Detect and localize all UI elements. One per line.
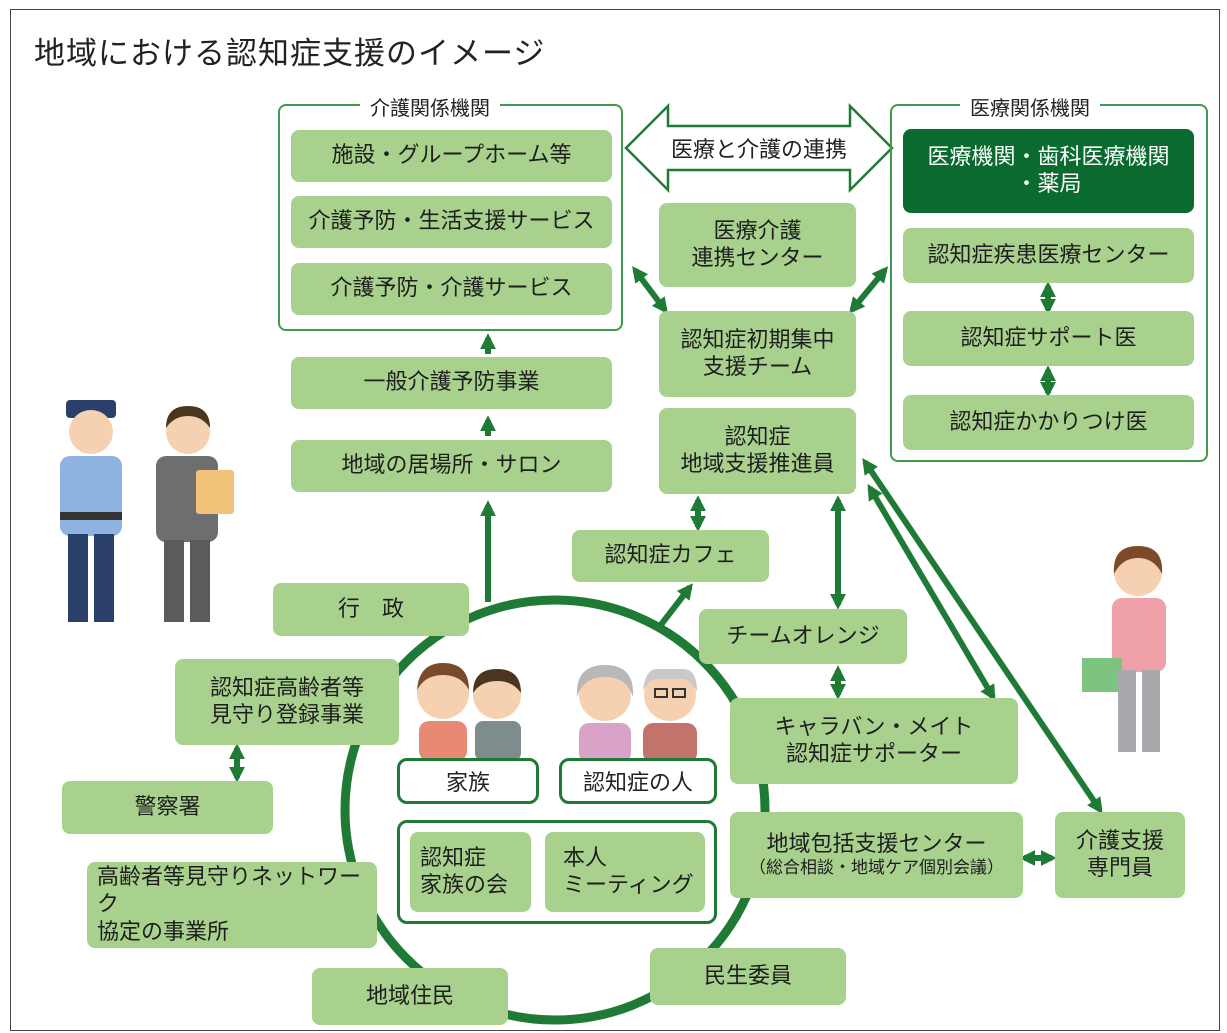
family-illustration <box>417 663 521 760</box>
box-facilities[interactable]: 施設・グループホーム等 <box>291 130 612 182</box>
arrow-promoter-caravan <box>867 483 996 702</box>
box-caravan[interactable]: キャラバン・メイト 認知症サポーター <box>730 698 1018 784</box>
diagram-title: 地域における認知症支援のイメージ <box>34 36 546 72</box>
box-cafe[interactable]: 認知症カフェ <box>572 530 769 582</box>
box-police[interactable]: 警察署 <box>62 781 273 834</box>
box-watch[interactable]: 認知症高齢者等 見守り登録事業 <box>175 659 399 745</box>
houkatsu-line2: （総合相談・地域ケア個別会議） <box>749 858 1004 879</box>
watch-line1: 認知症高齢者等 <box>209 675 364 701</box>
family-assoc-line2: 家族の会 <box>420 873 509 898</box>
initial-team-line1: 認知症初期集中 <box>680 327 835 353</box>
box-welfare[interactable]: 民生委員 <box>650 948 846 1005</box>
link-center-line2: 連携センター <box>691 246 824 271</box>
officer-and-staff-illustration <box>60 400 234 622</box>
caravan-line2: 認知症サポーター <box>785 742 962 767</box>
community-circle <box>340 595 770 1025</box>
box-care-manager[interactable]: 介護支援 専門員 <box>1055 812 1185 898</box>
medical-institutions-line1: 医療機関・歯科医療機関 <box>927 144 1170 170</box>
box-initial-team[interactable]: 認知症初期集中 支援チーム <box>659 311 856 397</box>
care-manager-line1: 介護支援 <box>1075 828 1164 854</box>
arrow-promoter-caremanager <box>862 458 1103 814</box>
promoter-line1: 認知症 <box>724 424 791 450</box>
box-medical-institutions[interactable]: 医療機関・歯科医療機関 ・薬局 <box>903 129 1194 213</box>
box-promoter[interactable]: 認知症 地域支援推進員 <box>659 408 856 494</box>
diagram-frame <box>10 9 1220 1031</box>
box-admin[interactable]: 行 政 <box>273 583 469 636</box>
promoter-line2: 地域支援推進員 <box>680 452 835 477</box>
houkatsu-line1: 地域包括支援センター <box>766 831 987 857</box>
person-label-box[interactable]: 認知症の人 <box>559 758 717 804</box>
elderly-illustration <box>576 665 697 760</box>
box-disease-center[interactable]: 認知症疾患医療センター <box>903 228 1194 283</box>
meeting-line1: 本人 <box>563 845 608 871</box>
family-assoc-line1: 認知症 <box>420 845 487 871</box>
box-place-salon[interactable]: 地域の居場所・サロン <box>291 440 612 492</box>
box-residents[interactable]: 地域住民 <box>312 968 508 1025</box>
box-prevention-life[interactable]: 介護予防・生活支援サービス <box>291 196 612 248</box>
link-double-arrow <box>624 102 894 194</box>
link-center-line1: 医療介護 <box>713 218 802 244</box>
care-panel-title: 介護関係機関 <box>360 92 500 121</box>
box-support-doctor[interactable]: 認知症サポート医 <box>903 311 1194 366</box>
box-link-center[interactable]: 医療介護 連携センター <box>659 203 856 287</box>
box-houkatsu[interactable]: 地域包括支援センター （総合相談・地域ケア個別会議） <box>730 812 1023 898</box>
medical-panel-title: 医療関係機関 <box>960 92 1100 121</box>
box-prevention-care[interactable]: 介護予防・介護サービス <box>291 263 612 315</box>
care-manager-line2: 専門員 <box>1086 856 1153 881</box>
meeting-line2: ミーティング <box>563 873 694 898</box>
box-family-doctor[interactable]: 認知症かかりつけ医 <box>903 395 1194 450</box>
link-label: 医療と介護の連携 <box>670 138 847 163</box>
arrow-circle-cafe <box>657 583 693 628</box>
box-network[interactable]: 高齢者等見守りネットワーク 協定の事業所 <box>87 862 377 948</box>
box-general-prevention[interactable]: 一般介護予防事業 <box>291 357 612 409</box>
watch-line2: 見守り登録事業 <box>209 703 364 728</box>
network-line2: 協定の事業所 <box>97 919 230 945</box>
network-line1: 高齢者等見守りネットワーク <box>97 864 362 918</box>
initial-team-line2: 支援チーム <box>702 355 813 380</box>
arrow-team-medical <box>848 266 889 314</box>
box-meeting[interactable]: 本人 ミーティング <box>545 832 705 912</box>
box-family-assoc[interactable]: 認知症 家族の会 <box>410 832 531 912</box>
arrow-team-care <box>632 266 668 314</box>
medical-institutions-line2: ・薬局 <box>1015 172 1082 197</box>
care-worker-illustration <box>1082 546 1166 752</box>
box-team-orange[interactable]: チームオレンジ <box>699 609 907 664</box>
caravan-line1: キャラバン・メイト <box>774 714 974 740</box>
family-label-box[interactable]: 家族 <box>397 758 539 804</box>
